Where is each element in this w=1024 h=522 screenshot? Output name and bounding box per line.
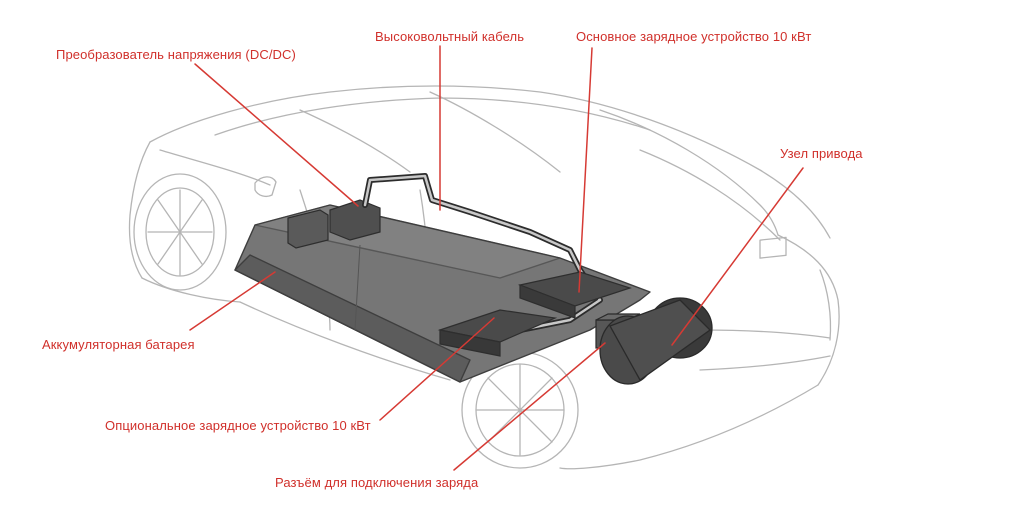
leader-lines: [189, 45, 804, 471]
leader-battery: [189, 271, 276, 331]
leader-optional-charger: [379, 317, 495, 421]
battery-pack: [234, 204, 651, 383]
main-charger-unit: [517, 271, 632, 319]
leader-drive-unit: [671, 167, 804, 346]
dcdc-converter: [287, 199, 381, 249]
label-battery: Аккумуляторная батарея: [42, 337, 195, 352]
label-drive-unit: Узел привода: [780, 146, 863, 161]
leader-charge-port: [453, 342, 606, 471]
label-main-charger: Основное зарядное устройство 10 кВт: [576, 29, 812, 44]
car-body-outline: [128, 85, 840, 470]
optional-charger-unit: [437, 309, 558, 357]
label-dcdc-converter: Преобразователь напряжения (DC/DC): [56, 47, 296, 62]
label-optional-charger: Опциональное зарядное устройство 10 кВт: [105, 418, 371, 433]
high-voltage-cable: [362, 173, 603, 345]
leader-dcdc: [194, 63, 359, 207]
leader-main-charger: [578, 47, 593, 293]
label-high-voltage-cable: Высоковольтный кабель: [375, 29, 525, 44]
label-charge-port: Разъём для подключения заряда: [275, 475, 479, 490]
